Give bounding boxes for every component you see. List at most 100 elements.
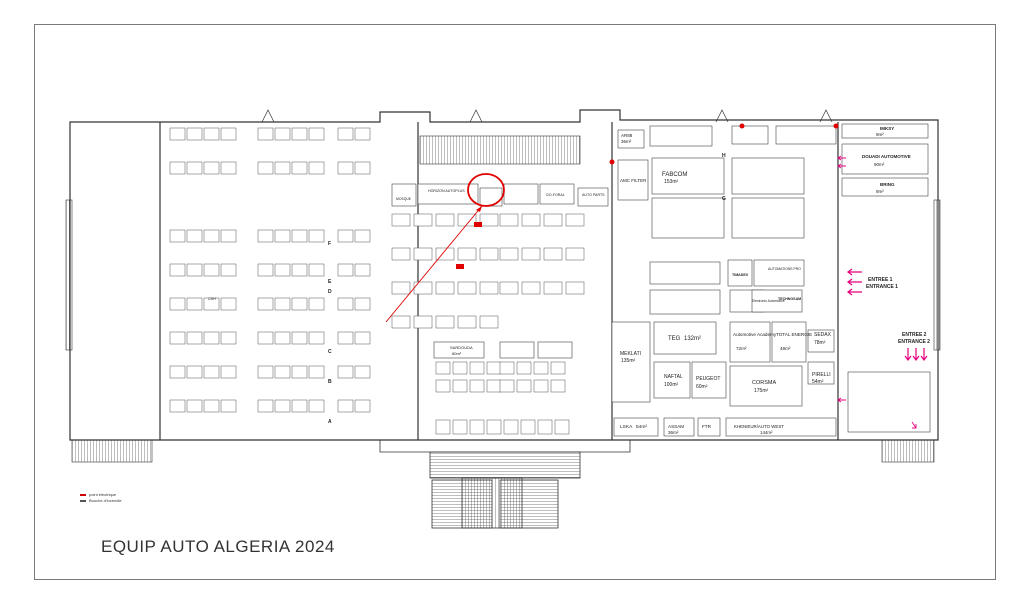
booth-cdh: CDH — [208, 297, 216, 301]
booth-cell — [469, 419, 485, 435]
booth-cell — [452, 419, 468, 435]
booth-cell — [452, 379, 468, 393]
booth-cell — [533, 379, 549, 393]
booth-imksy: IMKSY — [880, 126, 894, 131]
booth-cell — [291, 331, 308, 345]
booth-meklati: MEKLATI — [620, 351, 641, 357]
booth-cell — [186, 331, 203, 345]
booth-cell — [391, 281, 411, 295]
booth-cell — [550, 361, 566, 375]
hall-label-c: C — [328, 349, 332, 355]
booth-cell — [203, 399, 220, 413]
booth-douadi-area: 90m² — [874, 162, 885, 167]
booth-cell — [550, 379, 566, 393]
booth-cell — [537, 419, 553, 435]
hall-label-g: G — [722, 196, 726, 202]
booth-cell — [337, 161, 354, 175]
booth-cell — [452, 361, 468, 375]
booth-cell — [291, 127, 308, 141]
booth-ar88: AR88 — [621, 133, 633, 138]
booth-cell — [186, 127, 203, 141]
booth-cell — [554, 419, 570, 435]
legend: point électrique Bouche d'incendie — [80, 492, 122, 504]
booth-cell — [203, 331, 220, 345]
booth-cell — [565, 213, 585, 227]
booth-sedax-area: 78m² — [814, 340, 826, 346]
booth-cell — [469, 361, 485, 375]
booth-sedax: SEDAX — [814, 332, 832, 338]
booth-cell — [486, 361, 502, 375]
booth-cell — [565, 247, 585, 261]
booth-cell — [435, 281, 455, 295]
booth-cell — [274, 365, 291, 379]
booth-cell — [220, 161, 237, 175]
middle-hall-booths — [391, 213, 585, 435]
booth-pirelli: PIRELLI — [812, 372, 831, 378]
booth-cell — [203, 297, 220, 311]
booth-cell — [503, 419, 519, 435]
legend-item: Bouche d'incendie — [80, 498, 122, 504]
booth-peugeot: PEUGEOT — [696, 376, 720, 382]
entrance-2: ENTREE 2 ENTRANCE 2 — [898, 332, 930, 361]
booth-cell — [186, 263, 203, 277]
highlight-arrow-icon — [385, 205, 483, 323]
booth-cell — [337, 263, 354, 277]
booth-teg: TEG — [668, 336, 681, 342]
flag-icons — [456, 222, 482, 269]
booth-cell — [457, 213, 477, 227]
booth-cell — [291, 229, 308, 243]
booth-bring-area: 9m² — [876, 189, 884, 194]
booth-cell — [435, 213, 455, 227]
booth-cell — [499, 213, 519, 227]
right-hall-booths — [391, 123, 931, 437]
booth-cell — [169, 365, 186, 379]
booth-cell — [391, 247, 411, 261]
booth-cell — [203, 263, 220, 277]
small-arrow-icons — [837, 155, 917, 429]
left-hall-booths — [169, 127, 371, 413]
booth-cell — [486, 379, 502, 393]
legend-label: point électrique — [89, 492, 117, 497]
booth-cell — [413, 213, 433, 227]
booth-sardouda: SARDOUDA — [450, 345, 473, 350]
bottom-plaza — [379, 440, 631, 529]
booth-cell — [308, 229, 325, 243]
highlight-circle-icon — [467, 173, 505, 207]
booth-cell — [257, 127, 274, 141]
booth-cell — [354, 297, 371, 311]
booth-cell — [274, 399, 291, 413]
booth-mosque: MOSQUE — [396, 197, 412, 201]
booth-academy: Automotive Academy — [733, 332, 777, 337]
booth-cell — [220, 365, 237, 379]
booth-cell — [308, 365, 325, 379]
booth-cell — [220, 399, 237, 413]
booth-cell — [337, 365, 354, 379]
booth-cell — [354, 263, 371, 277]
booth-total-area: 48m² — [780, 346, 791, 351]
entrance-1-en: ENTRANCE 1 — [866, 284, 898, 290]
booth-cell — [354, 229, 371, 243]
bottom-left-bench — [71, 439, 153, 463]
booth-cell — [520, 419, 536, 435]
booth-electronic: Electronic Automotive — [752, 299, 785, 303]
booth-peugeot-area: 60m² — [696, 384, 708, 390]
booth-cell — [479, 213, 499, 227]
highlight-marker — [385, 173, 505, 323]
hall-label-e: E — [328, 279, 332, 285]
booth-cell — [521, 281, 541, 295]
hall-label-f: F — [328, 241, 331, 247]
booth-cell — [220, 331, 237, 345]
booth-cell — [435, 361, 451, 375]
booth-cell — [308, 127, 325, 141]
booth-ar88-area: 36m² — [621, 139, 632, 144]
booth-corsma-area: 175m² — [754, 388, 769, 394]
booth-academy-area: 72m² — [736, 346, 747, 351]
booth-cell — [469, 379, 485, 393]
booth-cell — [274, 297, 291, 311]
booth-cell — [291, 365, 308, 379]
booth-cell — [499, 361, 515, 375]
booth-cell — [479, 315, 499, 329]
booth-horizon: HORIZON AUTOPLUS — [428, 189, 465, 193]
booth-lska: LSKA — [620, 424, 633, 430]
